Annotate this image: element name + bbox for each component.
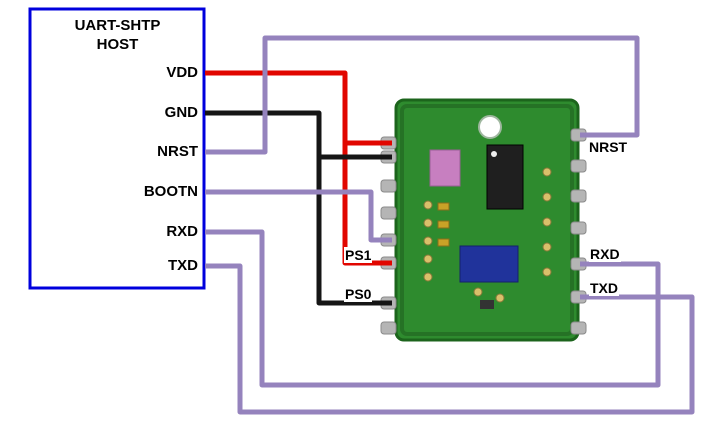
module-pin bbox=[570, 189, 587, 203]
resistor bbox=[437, 220, 450, 229]
module-pin bbox=[570, 159, 587, 173]
wire-nrst bbox=[205, 35, 640, 155]
component-blue-chip bbox=[459, 245, 519, 283]
resistor bbox=[437, 202, 450, 211]
module-pin bbox=[380, 179, 397, 193]
host-box-outline bbox=[28, 7, 206, 290]
module-label-rxd: RXD bbox=[589, 246, 621, 262]
solder-pad bbox=[542, 267, 552, 277]
solder-pad bbox=[542, 217, 552, 227]
host-pin-rxd: RXD bbox=[166, 223, 198, 240]
component-small-dark bbox=[480, 300, 494, 309]
wire-bootn bbox=[205, 189, 392, 243]
module-pin bbox=[380, 321, 397, 335]
solder-pad bbox=[495, 293, 505, 303]
pcb-inner-shadow bbox=[400, 104, 574, 336]
module-pin bbox=[570, 321, 587, 335]
module-pin bbox=[570, 221, 587, 235]
component-pink-chip bbox=[429, 149, 461, 187]
solder-pad bbox=[423, 218, 433, 228]
host-pin-txd: TXD bbox=[168, 257, 198, 274]
sensor-module bbox=[380, 98, 587, 342]
host-pin-gnd: GND bbox=[164, 104, 198, 121]
solder-pad bbox=[542, 167, 552, 177]
module-label-ps0: PS0 bbox=[344, 286, 373, 302]
host-pin-nrst: NRST bbox=[157, 143, 198, 160]
solder-pad bbox=[423, 272, 433, 282]
module-label-ps1: PS1 bbox=[344, 247, 373, 263]
wires bbox=[205, 35, 695, 415]
ic-pin1-dot bbox=[491, 151, 497, 157]
mounting-hole bbox=[478, 115, 502, 139]
module-label-nrst: NRST bbox=[588, 139, 629, 155]
wire-txd bbox=[205, 263, 695, 415]
solder-pad bbox=[542, 192, 552, 202]
module-pin bbox=[380, 206, 397, 220]
host-title-line2: HOST bbox=[96, 36, 139, 53]
solder-pad bbox=[473, 287, 483, 297]
wire-vdd-to-ps1 bbox=[205, 70, 392, 266]
wire-gnd-to-ps0 bbox=[205, 110, 392, 306]
host-pin-bootn: BOOTN bbox=[143, 183, 198, 200]
solder-pad bbox=[423, 254, 433, 264]
solder-pad bbox=[423, 200, 433, 210]
host-pin-vdd: VDD bbox=[166, 64, 198, 81]
wire-rxd bbox=[205, 229, 661, 388]
host-title-line1: UART-SHTP bbox=[74, 17, 161, 34]
solder-pad bbox=[542, 242, 552, 252]
module-label-txd: TXD bbox=[589, 280, 619, 296]
solder-pad bbox=[423, 236, 433, 246]
resistor bbox=[437, 238, 450, 247]
